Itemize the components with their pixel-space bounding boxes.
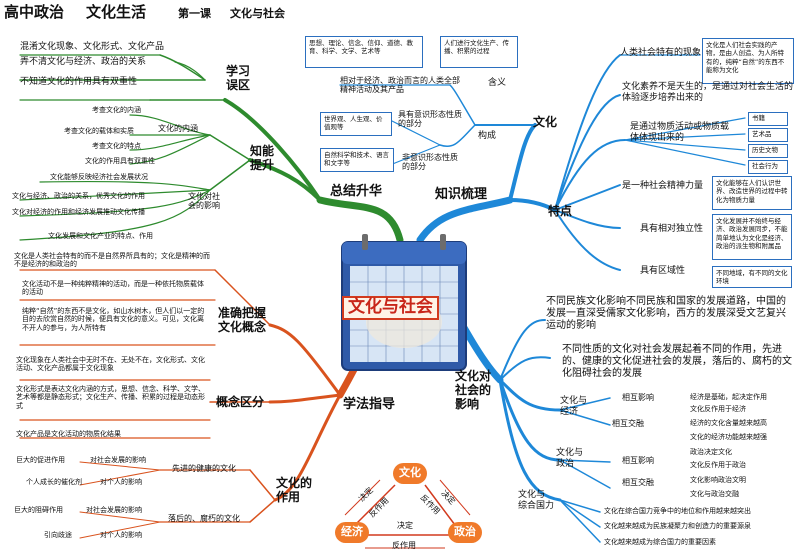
econ-blend: 相互交融 — [612, 419, 644, 428]
triangle-politics-node: 政治 — [448, 522, 482, 543]
feature-3: 是通过物质活动或物质载体体现出来的 — [630, 122, 730, 143]
feature-4: 是一种社会精神力量 — [622, 181, 704, 191]
feature-3-item: 历史文物 — [748, 144, 788, 158]
impact-item: 文化能够反映经济社会发展状况 — [50, 173, 148, 181]
branch-summary: 总结升华 — [330, 184, 383, 199]
inner-item: 考查文化的特点 — [92, 142, 141, 150]
feature-4-box: 文化能够在人们认识世界、改造世界的过程中转化为物质力量 — [712, 176, 792, 210]
role-back-key: 引向歧途 — [44, 531, 72, 539]
goucheng-a: 具有意识形态性质的部分 — [398, 110, 462, 129]
header-book: 文化生活 — [86, 3, 147, 21]
inner-label: 文化的内涵 — [158, 124, 198, 133]
feature-1-box: 文化是人们社会实践的产物，是由人创造、为人所特有的，纯粹“自然”的东西不能称为文… — [702, 38, 794, 84]
nat-item: 文化在综合国力竞争中的地位和作用越来越突出 — [604, 507, 751, 515]
culture-label: 文化 — [533, 115, 558, 129]
goucheng-label: 构成 — [478, 131, 497, 141]
goucheng-b-box: 自然科学和技术、语言和文字等 — [320, 148, 394, 172]
feature-5: 具有相对独立性 — [640, 224, 704, 234]
econ-mix-item: 经济的文化含量越来越高 — [690, 419, 767, 427]
econ-mix-item: 文化的经济功能越来越强 — [690, 433, 767, 441]
study-item: 不知道文化的作用具有双重性 — [20, 77, 138, 87]
branch-method: 学法指导 — [343, 397, 396, 412]
features-label: 特点 — [548, 204, 573, 218]
role-adv-val: 对社会发展的影响 — [90, 456, 146, 464]
feature-1: 人类社会特有的现象 — [620, 48, 702, 58]
study-item: 弄不清文化与经济、政治的关系 — [20, 57, 147, 67]
pol-blend: 相互交融 — [622, 478, 654, 487]
econ-inf-item: 文化反作用于经济 — [690, 405, 746, 413]
pol-influence: 相互影响 — [622, 456, 654, 465]
branch-impact: 文化对 社会的 影响 — [455, 369, 492, 412]
inner-item: 考查文化的载体和实质 — [64, 127, 134, 135]
impact-item: 文化发展和文化产业的特点、作用 — [48, 232, 153, 240]
concept-label: 准确把握 文化概念 — [218, 306, 267, 335]
impact-intro-2: 不同性质的文化对社会发展起着不同的作用，先进的、健康的文化促进社会的发展，落后的… — [562, 344, 792, 379]
hanyi-box-right: 人们进行文化生产、传播、积累的过程 — [440, 36, 518, 68]
pol-mix-item: 文化与政治交融 — [690, 490, 739, 498]
hanyi-box-left: 思想、理论、信念、信仰、道德、教育、科学、文学、艺术等 — [305, 36, 423, 68]
concept-item: 文化是人类社会特有的而不是自然界所具有的；文化是精神的而不是经济的和政治的 — [14, 252, 210, 269]
hanyi-desc: 相对于经济、政治而言的人类全部精神活动及其产品 — [340, 76, 460, 95]
center-title: 文化与社会 — [342, 296, 439, 320]
role-adv-key: 个人成长的催化剂 — [26, 478, 82, 486]
distinguish-label: 概念区分 — [216, 395, 265, 409]
econ-influence: 相互影响 — [622, 393, 654, 402]
triangle-react-bottom: 反作用 — [392, 541, 416, 550]
nat-item: 文化越来越成为民族凝聚力和创造力的重要源泉 — [604, 522, 751, 530]
concept-item: 文化活动不是一种纯粹精神的活动，而是一种依托物质载体的活动 — [22, 280, 204, 297]
econ-inf-item: 经济是基础，起决定作用 — [690, 393, 767, 401]
distinguish-item: 文化产品是文化活动的物质化结果 — [16, 430, 121, 438]
feature-6-box: 不同地域，有不同的文化环境 — [712, 266, 792, 288]
feature-3-item: 书籍 — [748, 112, 788, 126]
goucheng-b: 非意识形态性质的部分 — [402, 153, 458, 172]
study-label: 学习 误区 — [226, 64, 251, 93]
goucheng-a-box: 世界观、人生观、价值观等 — [320, 112, 392, 136]
feature-5-box: 文化发展并不始终与经济、政治发展同步，不能简单地认为文化是经济、政治的派生物和附… — [712, 214, 792, 260]
feature-6: 具有区域性 — [640, 266, 686, 276]
header-lesson: 第一课 — [178, 7, 211, 20]
concept-item: 纯粹“自然”的东西不是文化，如山水树木，但人们以一定的目的去欣赏自然的时候，便具… — [22, 307, 205, 332]
pol-inf-item: 文化反作用于政治 — [690, 461, 746, 469]
pol-mix-item: 文化影响政治文明 — [690, 476, 746, 484]
role-adv-label: 先进的健康的文化 — [172, 464, 236, 473]
role-label: 文化的 作用 — [276, 476, 313, 505]
role-adv-val: 对个人的影响 — [100, 478, 142, 486]
role-back-val: 对个人的影响 — [100, 531, 142, 539]
feature-3-item: 社会行为 — [748, 160, 788, 174]
feature-3-item: 艺术品 — [748, 128, 788, 142]
branch-knowledge: 知识梳理 — [435, 187, 488, 202]
impact-item: 文化对经济的作用和经济发展推动文化传播 — [12, 208, 145, 216]
role-back-val: 对社会发展的影响 — [86, 506, 142, 514]
triangle-decide-bottom: 决定 — [397, 521, 413, 530]
distinguish-item: 文化形式是表达文化内涵的方式，思想、信念、科学、文学、艺术等都是静态形式；文化生… — [16, 385, 205, 410]
inner-item: 考查文化的内涵 — [92, 106, 141, 114]
triangle-culture-node: 文化 — [393, 463, 427, 484]
hanyi-label: 含义 — [488, 78, 507, 88]
feature-2: 文化素养不是天生的，是通过对社会生活的体验逐步培养出来的 — [622, 82, 794, 103]
distinguish-item: 文化现象在人类社会中无时不在、无处不在，文化形式、文化活动、文化产品都属于文化现… — [16, 356, 205, 373]
nat-item: 文化越来越成为综合国力的重要因素 — [604, 538, 716, 546]
role-back-key: 巨大的阻碍作用 — [14, 506, 63, 514]
zhineng-label: 知能 提升 — [250, 144, 275, 173]
impact-item: 文化与经济、政治的关系，优秀文化的作用 — [12, 192, 145, 200]
header-subject: 高中政治 — [4, 3, 65, 21]
impact-label: 文化对社 会的影响 — [188, 192, 220, 211]
role-adv-key: 巨大的促进作用 — [16, 456, 65, 464]
role-back-label: 落后的、腐朽的文化 — [168, 514, 240, 523]
nat-label: 文化与 综合国力 — [518, 490, 555, 511]
econ-label: 文化与 经济 — [560, 396, 588, 417]
inner-item: 文化的作用具有双重性 — [85, 157, 155, 165]
culture-triangle — [344, 479, 471, 549]
pol-inf-item: 政治决定文化 — [690, 448, 732, 456]
study-item: 混淆文化现象、文化形式、文化产品 — [20, 42, 165, 52]
pol-label: 文化与 政治 — [556, 448, 584, 469]
header-lesson-title: 文化与社会 — [230, 7, 285, 20]
impact-intro: 不同民族文化影响不同民族和国家的发展道路，中国的发展一直深受儒家文化影响，西方的… — [546, 296, 786, 331]
triangle-economy-node: 经济 — [335, 522, 369, 543]
